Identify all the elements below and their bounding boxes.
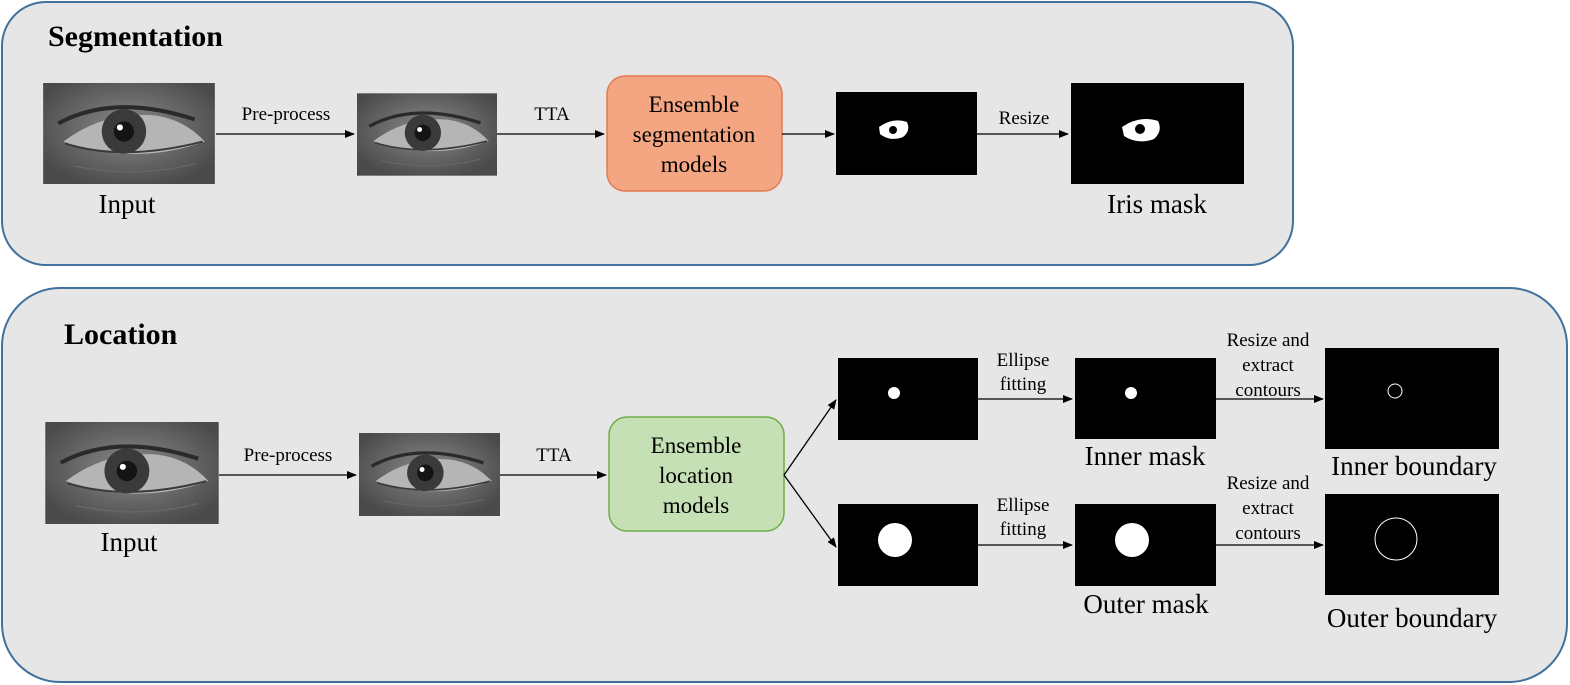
location-title: Location bbox=[64, 318, 178, 351]
loc-ellipse-top-label-2: fitting bbox=[1000, 374, 1047, 395]
loc-tta-label: TTA bbox=[536, 445, 572, 466]
loc-inner-raw-mask bbox=[838, 358, 978, 440]
seg-tta-label: TTA bbox=[534, 104, 570, 125]
loc-contours-bottom-label-3: contours bbox=[1235, 523, 1300, 544]
segmentation-title: Segmentation bbox=[48, 20, 223, 53]
loc-branch-bottom-arrow bbox=[783, 474, 837, 548]
seg-small-pupil bbox=[889, 126, 897, 134]
loc-outer-boundary-circle bbox=[1374, 517, 1418, 561]
loc-inner-mask-dot bbox=[1125, 387, 1137, 399]
seg-preprocessed-eye-image bbox=[357, 91, 497, 178]
loc-outer-mask-disc bbox=[1115, 523, 1149, 557]
seg-model-line-1: Ensemble bbox=[649, 92, 740, 117]
seg-small-mask bbox=[836, 92, 977, 175]
seg-resize-label: Resize bbox=[999, 108, 1050, 129]
loc-contours-bottom-label-1: Resize and bbox=[1227, 473, 1310, 494]
loc-input-eye-image bbox=[45, 422, 218, 524]
loc-ellipse-bottom-label-2: fitting bbox=[1000, 519, 1047, 540]
loc-outer-raw-disc bbox=[878, 523, 912, 557]
loc-model-line-1: Ensemble bbox=[651, 433, 742, 458]
loc-inner-boundary-circle bbox=[1387, 383, 1403, 399]
loc-inner-raw-dot bbox=[888, 387, 900, 399]
loc-preprocessed-eye-image bbox=[359, 431, 500, 518]
loc-inner-boundary-caption: Inner boundary bbox=[1331, 451, 1497, 481]
loc-outer-boundary-caption: Outer boundary bbox=[1327, 603, 1498, 633]
loc-outer-boundary-image bbox=[1325, 494, 1499, 595]
loc-contours-top-label-1: Resize and bbox=[1227, 330, 1310, 351]
seg-input-caption: Input bbox=[99, 189, 156, 219]
loc-contours-bottom-label-2: extract bbox=[1242, 498, 1294, 519]
loc-contours-top-label-3: contours bbox=[1235, 380, 1300, 401]
loc-inner-mask-caption: Inner mask bbox=[1085, 441, 1206, 471]
seg-iris-pupil bbox=[1135, 124, 1145, 134]
loc-contours-top-label-2: extract bbox=[1242, 355, 1294, 376]
loc-inner-boundary-image bbox=[1325, 348, 1499, 449]
loc-branch-top-arrow bbox=[783, 399, 837, 476]
loc-model-line-2: location bbox=[659, 463, 734, 488]
loc-model-line-3: models bbox=[663, 493, 729, 518]
loc-ellipse-bottom-label-1: Ellipse bbox=[997, 495, 1050, 516]
seg-model-line-2: segmentation bbox=[633, 122, 756, 147]
seg-input-eye-image bbox=[43, 83, 215, 184]
loc-preprocess-label: Pre-process bbox=[244, 445, 333, 466]
seg-preprocess-label: Pre-process bbox=[242, 104, 331, 125]
loc-input-caption: Input bbox=[101, 527, 158, 557]
seg-output-caption: Iris mask bbox=[1107, 189, 1207, 219]
loc-ellipse-top-label-1: Ellipse bbox=[997, 350, 1050, 371]
loc-outer-mask-caption: Outer mask bbox=[1083, 589, 1209, 619]
loc-inner-mask bbox=[1075, 358, 1216, 439]
seg-model-line-3: models bbox=[661, 152, 727, 177]
